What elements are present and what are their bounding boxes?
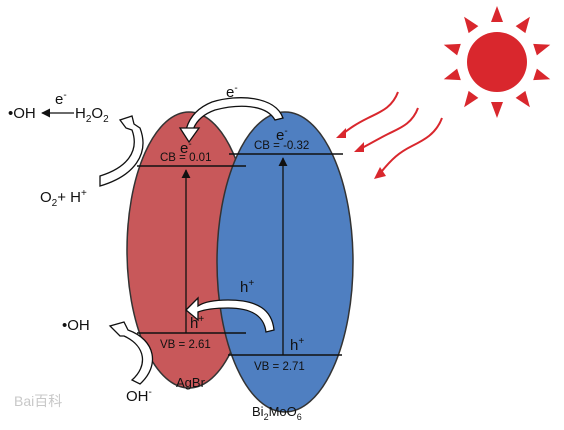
bi2moo6-cb-label: CB = -0.32 [254,140,309,152]
hole-transfer-label: h+ [240,278,254,296]
light-ray [357,107,419,151]
o2-to-h2o2-arrow [99,115,144,187]
bi2moo6-hole-label: h+ [290,336,304,354]
electron-transfer-arrow [178,97,284,144]
agbr-electron-label: e- [180,139,192,157]
oh-radical-bottom: •OH [62,317,90,334]
light-rays [339,91,443,177]
watermark: Bai百科 [14,393,62,409]
o2-h-plus-label: O2+ H+ [40,188,87,209]
ohminus-to-oh-arrow [108,321,154,385]
bi2moo6-name: Bi2MoO6 [252,404,302,422]
light-ray [377,117,443,177]
h2o2-electron-label: e- [55,90,67,108]
sun-icon [443,6,551,118]
oh-radical-top: •OH [8,105,36,122]
electron-transfer-label: e- [226,83,238,101]
light-ray [339,91,399,137]
bi2moo6-electron-label: e- [276,126,288,144]
bi2moo6-particle [216,111,354,413]
agbr-hole-label: h+ [190,314,204,332]
agbr-vb-label: VB = 2.61 [160,339,211,351]
sun-rays [443,6,551,118]
hole-transfer-arrow [185,296,275,333]
agbr-name: AgBr [176,375,206,390]
h2o2-label: H2O2 [75,105,109,125]
oh-minus-label: OH- [126,387,152,405]
light-ray-arrowheads [336,128,386,179]
agbr-cb-label: CB = 0.01 [160,152,211,164]
bi2moo6-vb-label: VB = 2.71 [254,361,305,373]
